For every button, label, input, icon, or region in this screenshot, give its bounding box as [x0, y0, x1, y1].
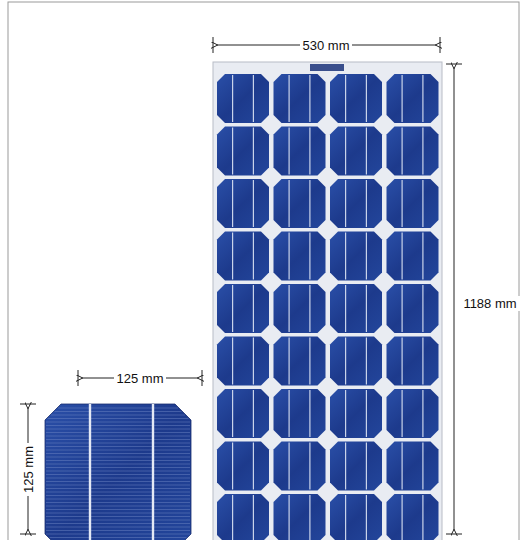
panel-frame [213, 62, 442, 540]
solar-cell [387, 494, 439, 540]
solar-cell [387, 179, 439, 228]
solar-cell [330, 179, 382, 228]
dimension-lines [20, 37, 462, 534]
solar-cell [387, 389, 439, 438]
dimension-label: 125 mm [21, 443, 36, 496]
solar-cell [330, 232, 382, 281]
solar-cell [387, 337, 439, 386]
solar-cell [217, 74, 269, 123]
solar-cell [330, 284, 382, 333]
solar-cell [387, 284, 439, 333]
solar-cell [217, 127, 269, 176]
dimension-label: 125 mm [114, 371, 167, 386]
solar-cell [274, 179, 326, 228]
solar-cell [274, 494, 326, 540]
solar-cell [274, 127, 326, 176]
solar-cell [217, 494, 269, 540]
solar-panel [213, 62, 442, 540]
solar-cell [330, 74, 382, 123]
solar-cell [217, 337, 269, 386]
image-frame [8, 2, 519, 540]
solar-cell [274, 389, 326, 438]
solar-cell [274, 232, 326, 281]
solar-cell [274, 442, 326, 491]
single-cell [45, 404, 191, 540]
solar-cell [217, 232, 269, 281]
solar-cell [217, 442, 269, 491]
dimension-label: 530 mm [300, 38, 353, 53]
solar-cell [387, 232, 439, 281]
solar-cell [217, 284, 269, 333]
solar-cell [274, 337, 326, 386]
solar-cell [387, 74, 439, 123]
solar-cell [217, 179, 269, 228]
solar-cell [330, 389, 382, 438]
junction-box [310, 64, 344, 71]
solar-cell [330, 494, 382, 540]
solar-cell [274, 74, 326, 123]
solar-cell [274, 284, 326, 333]
solar-cell [387, 127, 439, 176]
solar-cell [330, 127, 382, 176]
solar-cell [330, 442, 382, 491]
solar-cell [387, 442, 439, 491]
dimension-label: 1188 mm [460, 296, 519, 311]
solar-cell [330, 337, 382, 386]
solar-cell [217, 389, 269, 438]
